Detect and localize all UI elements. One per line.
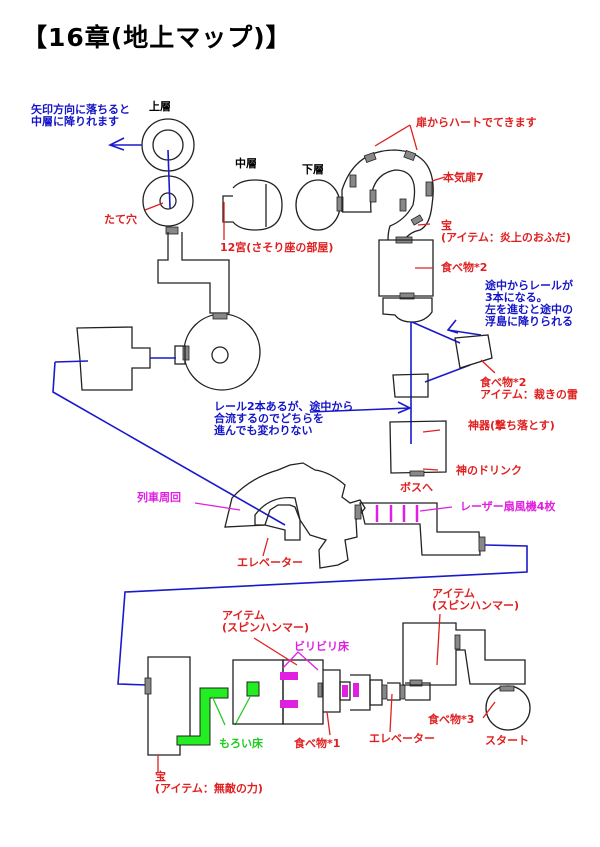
item-spin1-label: アイテム [222, 609, 265, 622]
spiral-corridor [341, 149, 434, 244]
train-loop-area [224, 462, 366, 569]
kami-drink-label: 神のドリンク [456, 464, 522, 477]
start-room [485, 685, 531, 731]
upper-floor-label: 上層 [149, 100, 171, 113]
laser-corridor [354, 502, 486, 556]
corridor-s [157, 232, 230, 314]
god-room [389, 420, 447, 474]
middle-floor-label: 中層 [235, 157, 257, 170]
item-spin2-label: アイテム [432, 587, 475, 600]
room12-label: 12宮(さそり座の部屋) [220, 241, 334, 254]
rail-station [392, 373, 429, 398]
middle-floor-room [222, 179, 283, 231]
start-label: スタート [485, 734, 529, 747]
fall-note-line1: 矢印方向に落ちると [31, 103, 130, 116]
food-room [378, 239, 434, 297]
treasure2-item: (アイテム：無敵の力) [155, 782, 263, 795]
fall-note-line2: 中層に降りれます [31, 115, 119, 128]
rail-two-line2: 合流するのでどちらを [214, 412, 324, 425]
treasure1-item: (アイテム：炎上のおふだ) [441, 231, 571, 244]
item-spin1-name: (スピンハンマー) [222, 621, 310, 634]
fragile-floor [176, 687, 229, 746]
elevator2-label: エレベーター [369, 732, 435, 745]
rail-note-line2: 3本になる。 [485, 291, 548, 304]
rail-note-line4: 浮島に降りられる [485, 315, 573, 328]
round-room [174, 312, 261, 391]
treasure1-label: 宝 [441, 219, 452, 232]
door-heart-label: 扉からハートでてきます [416, 116, 537, 129]
biribiri-rooms [232, 659, 431, 725]
to-boss-label: ボスへ [400, 481, 433, 494]
rail-note-line1: 途中からレールが [485, 279, 573, 292]
fragile-floor-label: もろい床 [219, 737, 263, 750]
food2-item-label: 食べ物*2 [480, 376, 527, 389]
long-rail-line [117, 544, 528, 686]
treasure2-label: 宝 [155, 770, 166, 783]
left-room [76, 326, 151, 391]
food3-label: 食べ物*3 [428, 713, 475, 726]
pit-label: たて穴 [104, 213, 137, 226]
food2-label: 食べ物*2 [441, 261, 488, 274]
honki-door-label: 本気扉7 [443, 171, 484, 184]
rail-two-line3: 進んでも変わりない [214, 424, 313, 437]
lower-floor-room [295, 179, 344, 231]
rail-line [52, 361, 286, 526]
biribiri-label: ビリビリ床 [294, 640, 349, 653]
shinki-label: 神器(撃ち落とす) [468, 419, 555, 432]
pit-room [142, 175, 194, 235]
rail-two-line1: レール2本あるが、途中から [214, 400, 354, 413]
food2-item-name: アイテム：裁きの雷 [480, 388, 578, 401]
lower-floor-label: 下層 [302, 163, 324, 176]
train-loop-label: 列車周回 [137, 491, 181, 504]
food1-label: 食べ物*1 [294, 737, 341, 750]
page-title: 【16章(地上マップ)】 [22, 23, 292, 52]
laser-label: レーザー扇風機4枚 [460, 500, 556, 513]
fall-arrow-icon [107, 137, 171, 209]
right-item-room [402, 622, 526, 686]
elevator1-label: エレベーター [237, 556, 303, 569]
station-room [382, 297, 433, 323]
item-spin2-name: (スピンハンマー) [432, 599, 520, 612]
rail-note-line3: 左を進むと途中の [485, 303, 573, 316]
floating-island [454, 334, 493, 369]
